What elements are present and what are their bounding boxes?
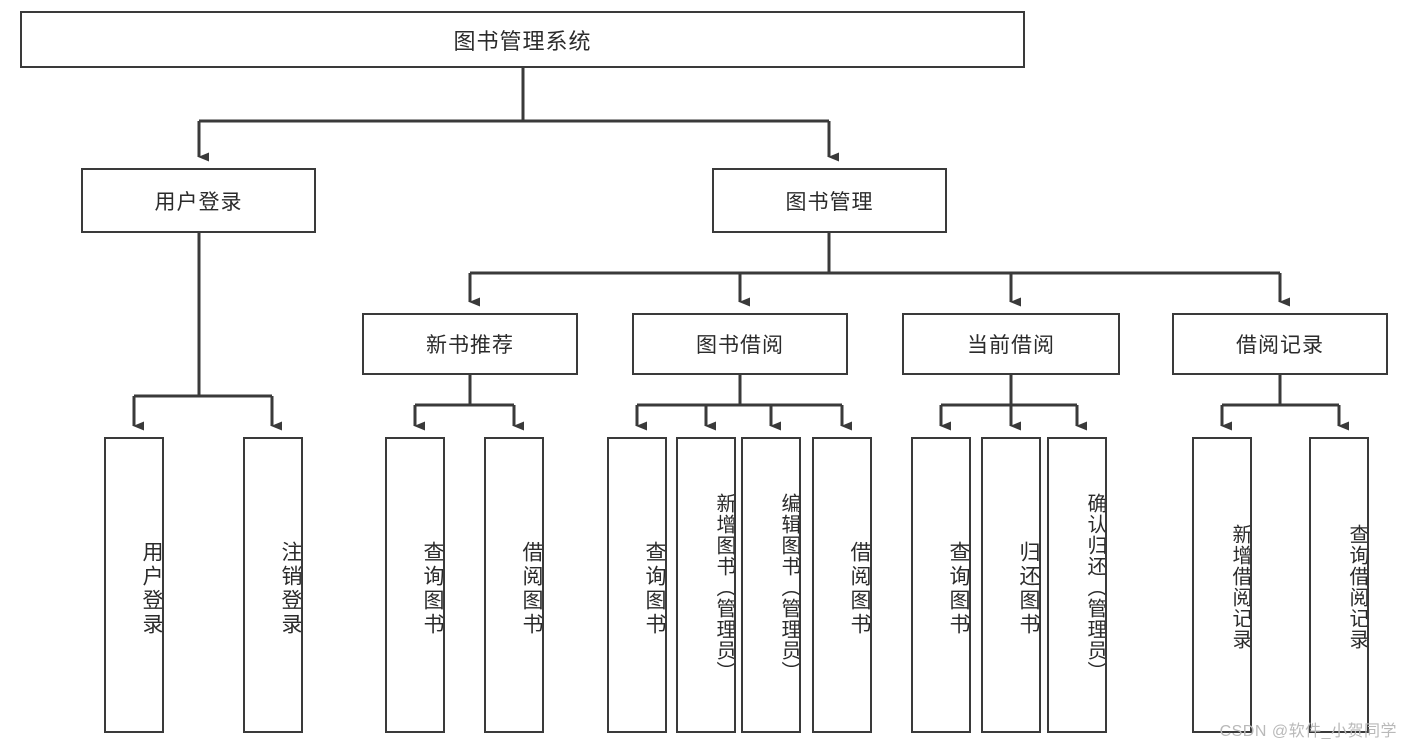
leaf-borrow-record-add-record[interactable]: 新增借阅记录 <box>1192 437 1252 733</box>
leaf-book-borrow-query-book[interactable]: 查询图书 <box>607 437 667 733</box>
leaf-book-borrow-borrow-book[interactable]: 借阅图书 <box>812 437 872 733</box>
node-book-management[interactable]: 图书管理 <box>712 168 947 233</box>
node-current-borrow[interactable]: 当前借阅 <box>902 313 1120 375</box>
node-label: 图书借阅 <box>696 334 784 357</box>
csdn-watermark: CSDN @软件_小贺同学 <box>1219 723 1397 740</box>
node-label: 查询借阅记录 <box>1346 524 1368 650</box>
node-label: 当前借阅 <box>967 334 1055 357</box>
node-label: 图书管理 <box>785 190 874 214</box>
node-label: 查询图书 <box>947 541 970 637</box>
leaf-current-borrow-query-book[interactable]: 查询图书 <box>911 437 971 733</box>
leaf-new-book-borrow-book[interactable]: 借阅图书 <box>484 437 544 733</box>
node-label: 确认归还（管理员） <box>1084 492 1106 682</box>
node-root-book-management-system[interactable]: 图书管理系统 <box>20 11 1025 68</box>
node-label: 注销登录 <box>279 541 302 637</box>
node-label: 编辑图书（管理员） <box>778 492 800 682</box>
leaf-user-login-logout[interactable]: 注销登录 <box>243 437 303 733</box>
node-label: 新增图书（管理员） <box>713 492 735 682</box>
node-label: 用户登录 <box>154 190 243 214</box>
node-label: 归还图书 <box>1017 541 1040 637</box>
node-label: 借阅记录 <box>1236 334 1324 357</box>
node-book-borrow[interactable]: 图书借阅 <box>632 313 848 375</box>
leaf-user-login-login[interactable]: 用户登录 <box>104 437 164 733</box>
node-label: 查询图书 <box>643 541 666 637</box>
node-label: 查询图书 <box>421 541 444 637</box>
leaf-book-borrow-edit-book-admin[interactable]: 编辑图书（管理员） <box>741 437 801 733</box>
node-borrow-record[interactable]: 借阅记录 <box>1172 313 1388 375</box>
node-label: 借阅图书 <box>848 541 871 637</box>
leaf-new-book-query-book[interactable]: 查询图书 <box>385 437 445 733</box>
leaf-book-borrow-add-book-admin[interactable]: 新增图书（管理员） <box>676 437 736 733</box>
node-label: 图书管理系统 <box>453 28 592 54</box>
node-label: 借阅图书 <box>520 541 543 637</box>
node-label: 新增借阅记录 <box>1229 524 1251 650</box>
leaf-current-borrow-return-book[interactable]: 归还图书 <box>981 437 1041 733</box>
node-label: 用户登录 <box>140 541 163 637</box>
leaf-borrow-record-query-record[interactable]: 查询借阅记录 <box>1309 437 1369 733</box>
node-user-login[interactable]: 用户登录 <box>81 168 316 233</box>
node-new-book-recommend[interactable]: 新书推荐 <box>362 313 578 375</box>
leaf-current-borrow-confirm-return-admin[interactable]: 确认归还（管理员） <box>1047 437 1107 733</box>
node-label: 新书推荐 <box>426 334 514 357</box>
